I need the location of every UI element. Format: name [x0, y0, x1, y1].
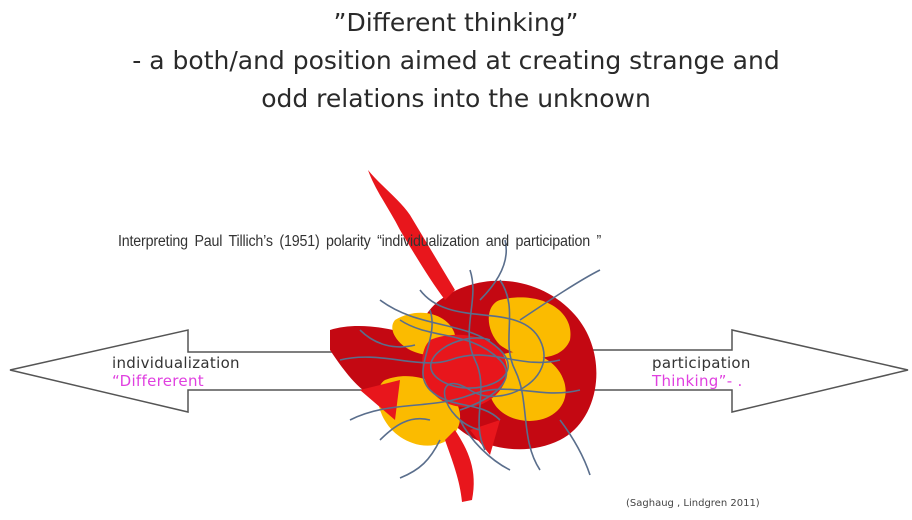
right-arrow-label: participation: [652, 354, 751, 372]
tangle-blob: [330, 170, 600, 502]
red-spike-bottom: [445, 430, 474, 502]
right-arrow-sublabel: Thinking”- .: [652, 372, 743, 390]
subtitle: Interpreting Paul Tillich’s (1951) polar…: [118, 233, 762, 251]
left-arrow-sublabel: “Differerent: [112, 372, 204, 390]
left-arrow-label: individualization: [112, 354, 240, 372]
citation: (Saghaug , Lindgren 2011): [626, 498, 760, 509]
